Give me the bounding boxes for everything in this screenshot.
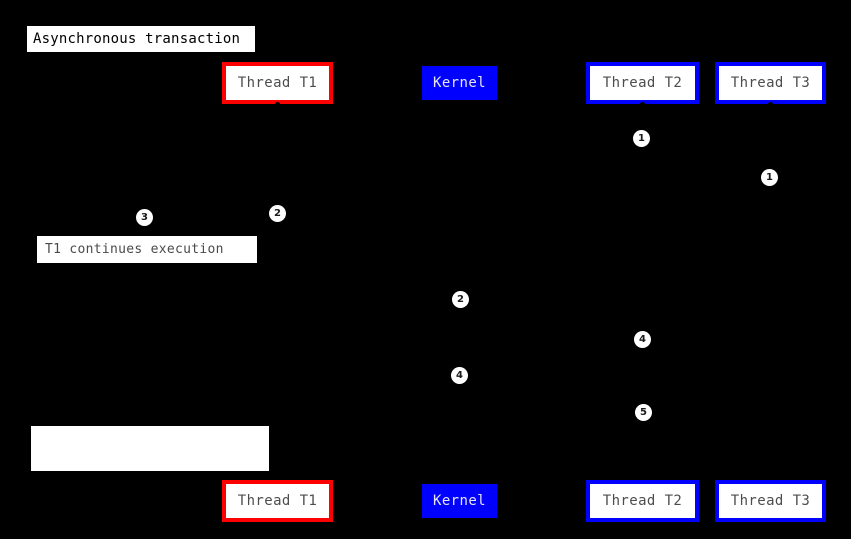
participant-thread-t3-top[interactable]: Thread T3 <box>715 62 826 104</box>
lifeline-notch-t1-top <box>275 102 280 106</box>
page-title: Asynchronous transaction <box>27 26 255 52</box>
note-t1-continues-execution: T1 continues execution <box>37 236 257 263</box>
participant-thread-t1-top[interactable]: Thread T1 <box>222 62 333 104</box>
step-marker-1: 1 <box>633 130 650 147</box>
step-marker-4: 2 <box>269 205 286 222</box>
step-marker-2: 1 <box>761 169 778 186</box>
lifeline-t1 <box>277 104 278 480</box>
note-blank <box>31 426 269 471</box>
step-marker-8: 5 <box>635 404 652 421</box>
participant-thread-t2-top[interactable]: Thread T2 <box>586 62 699 104</box>
participant-kernel-bottom[interactable]: Kernel <box>422 484 497 518</box>
step-marker-5: 2 <box>452 291 469 308</box>
lifeline-notch-t2-bottom <box>640 477 645 481</box>
participant-kernel-top[interactable]: Kernel <box>422 66 497 100</box>
lifeline-t2 <box>642 104 643 480</box>
lifeline-notch-t1-bottom <box>275 477 280 481</box>
step-marker-7: 4 <box>451 367 468 384</box>
lifeline-notch-t3-top <box>768 102 773 106</box>
lifeline-t3 <box>770 104 771 480</box>
step-marker-3: 3 <box>136 209 153 226</box>
participant-thread-t1-bottom[interactable]: Thread T1 <box>222 480 333 522</box>
step-marker-6: 4 <box>634 331 651 348</box>
participant-thread-t3-bottom[interactable]: Thread T3 <box>715 480 826 522</box>
lifeline-notch-t3-bottom <box>768 477 773 481</box>
participant-thread-t2-bottom[interactable]: Thread T2 <box>586 480 699 522</box>
lifeline-notch-t2-top <box>640 102 645 106</box>
